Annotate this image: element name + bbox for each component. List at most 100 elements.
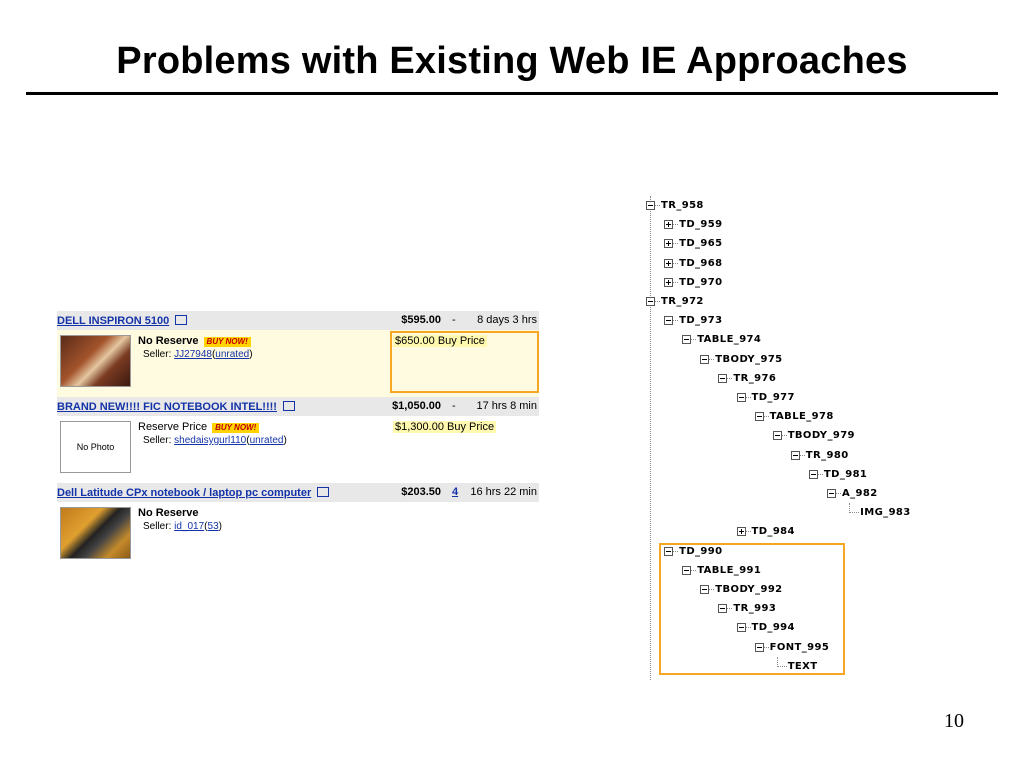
tree-connector-line bbox=[673, 281, 679, 283]
tree-connector-line bbox=[799, 454, 805, 456]
laptop-photo[interactable] bbox=[60, 507, 131, 559]
page-number: 10 bbox=[944, 710, 964, 732]
collapse-icon[interactable] bbox=[700, 354, 710, 364]
tree-node-label: TD_973 bbox=[679, 315, 723, 327]
tree-node-label: TBODY_992 bbox=[715, 584, 783, 595]
title-divider bbox=[26, 92, 998, 95]
tree-node-label: TD_994 bbox=[751, 622, 795, 634]
listing-header: Dell Latitude CPx notebook / laptop pc c… bbox=[57, 483, 539, 502]
reserve-status: No Reserve BUY NOW! bbox=[138, 335, 251, 347]
tree-connector-line bbox=[836, 493, 841, 494]
auction-listing: DELL INSPIRON 5100 $595.00 - 8 days 3 hr… bbox=[57, 311, 539, 569]
collapse-icon[interactable] bbox=[718, 604, 728, 614]
collapse-icon[interactable] bbox=[827, 489, 836, 498]
expand-icon[interactable] bbox=[736, 527, 746, 537]
expand-icon[interactable] bbox=[664, 277, 674, 287]
expand-icon[interactable] bbox=[664, 220, 674, 230]
reserve-label: No Reserve bbox=[138, 507, 199, 519]
rating-link[interactable]: unrated bbox=[249, 435, 284, 446]
buy-now-badge[interactable]: BUY NOW! bbox=[212, 423, 260, 433]
listing-header: DELL INSPIRON 5100 $595.00 - 8 days 3 hr… bbox=[57, 311, 539, 330]
tree-connector-line bbox=[745, 397, 751, 398]
expand-icon[interactable] bbox=[664, 258, 674, 268]
collapse-icon[interactable] bbox=[718, 373, 728, 383]
collapse-icon[interactable] bbox=[682, 335, 692, 345]
listing-header: BRAND NEW!!!! FIC NOTEBOOK INTEL!!!! $1,… bbox=[57, 397, 539, 416]
tree-connector-line bbox=[655, 205, 660, 206]
tree-node-label: TEXT bbox=[787, 660, 818, 672]
listing-item: BRAND NEW!!!! FIC NOTEBOOK INTEL!!!! $1,… bbox=[57, 397, 539, 483]
tree-trunk-line bbox=[650, 196, 651, 680]
tree-connector-line bbox=[691, 339, 697, 341]
tree-node-label: TABLE_978 bbox=[769, 411, 834, 423]
item-bids-link[interactable]: 4 bbox=[452, 486, 459, 498]
collapse-icon[interactable] bbox=[646, 297, 655, 306]
tree-node-label: TD_965 bbox=[679, 238, 723, 250]
seller-info: Seller: id_017(53) bbox=[143, 521, 222, 532]
collapse-icon[interactable] bbox=[772, 431, 782, 441]
tree-connector-line bbox=[849, 512, 860, 514]
tree-node-label: TR_993 bbox=[733, 603, 777, 615]
expand-icon[interactable] bbox=[664, 239, 674, 249]
item-bids: - bbox=[452, 314, 456, 326]
item-title: Dell Latitude CPx notebook / laptop pc c… bbox=[57, 487, 312, 499]
collapse-icon[interactable] bbox=[790, 450, 800, 460]
item-title-link[interactable]: BRAND NEW!!!! FIC NOTEBOOK INTEL!!!! bbox=[57, 400, 295, 413]
tree-connector-line bbox=[673, 224, 679, 226]
rating-link[interactable]: unrated bbox=[215, 349, 250, 360]
item-price: $595.00 bbox=[401, 314, 441, 326]
seller-info: Seller: shedaisygurl110(unrated) bbox=[143, 435, 287, 446]
seller-label: Seller: bbox=[143, 349, 172, 360]
listing-body: No Reserve Seller: id_017(53) bbox=[57, 502, 539, 569]
item-price: $1,050.00 bbox=[392, 400, 441, 412]
collapse-icon[interactable] bbox=[736, 623, 746, 633]
new-window-icon[interactable] bbox=[317, 487, 330, 497]
item-title: BRAND NEW!!!! FIC NOTEBOOK INTEL!!!! bbox=[57, 401, 277, 413]
seller-link[interactable]: JJ27948 bbox=[174, 349, 212, 360]
tree-connector-line bbox=[709, 589, 715, 590]
item-title-link[interactable]: DELL INSPIRON 5100 bbox=[57, 314, 188, 327]
collapse-icon[interactable] bbox=[664, 546, 674, 556]
listing-item: DELL INSPIRON 5100 $595.00 - 8 days 3 hr… bbox=[57, 311, 539, 397]
item-title-link[interactable]: Dell Latitude CPx notebook / laptop pc c… bbox=[57, 486, 330, 499]
new-window-icon[interactable] bbox=[282, 401, 295, 411]
tree-connector-line bbox=[849, 503, 851, 514]
tree-node-label: TD_968 bbox=[679, 257, 723, 269]
buy-now-badge[interactable]: BUY NOW! bbox=[203, 337, 251, 347]
laptop-photo[interactable] bbox=[60, 335, 131, 387]
item-bids: - bbox=[452, 400, 456, 412]
reserve-label: No Reserve bbox=[138, 335, 199, 347]
collapse-icon[interactable] bbox=[646, 201, 655, 210]
tree-connector-line bbox=[781, 435, 787, 437]
item-time-left: 16 hrs 22 min bbox=[470, 486, 537, 498]
reserve-status: No Reserve bbox=[138, 507, 199, 519]
seller-link[interactable]: id_017 bbox=[174, 521, 205, 532]
tree-node-label: TBODY_975 bbox=[715, 353, 783, 365]
tree-node-label: TR_958 bbox=[661, 200, 704, 211]
collapse-icon[interactable] bbox=[754, 642, 764, 652]
item-time-left: 8 days 3 hrs bbox=[477, 314, 537, 326]
seller-info: Seller: JJ27948(unrated) bbox=[143, 349, 253, 360]
rating-link[interactable]: 53 bbox=[207, 521, 219, 532]
tree-connector-line bbox=[817, 473, 823, 475]
new-window-icon[interactable] bbox=[175, 315, 188, 325]
tree-node-label: TD_959 bbox=[679, 219, 723, 231]
collapse-icon[interactable] bbox=[808, 469, 818, 479]
tree-node-label: TR_976 bbox=[733, 372, 777, 384]
collapse-icon[interactable] bbox=[682, 565, 692, 575]
collapse-icon[interactable] bbox=[664, 316, 674, 326]
tree-connector-line bbox=[727, 608, 733, 610]
tree-connector-line bbox=[763, 646, 769, 648]
collapse-icon[interactable] bbox=[700, 585, 710, 594]
listing-body: No Reserve BUY NOW! Seller: JJ27948(unrat… bbox=[57, 330, 539, 397]
buy-price-highlight bbox=[390, 331, 539, 393]
collapse-icon[interactable] bbox=[736, 393, 746, 402]
collapse-icon[interactable] bbox=[754, 412, 764, 422]
tree-connector-line bbox=[709, 358, 715, 360]
seller-link[interactable]: shedaisygurl110 bbox=[174, 435, 247, 446]
tree-connector-line bbox=[673, 262, 679, 264]
tree-node-label: TABLE_991 bbox=[697, 564, 762, 576]
